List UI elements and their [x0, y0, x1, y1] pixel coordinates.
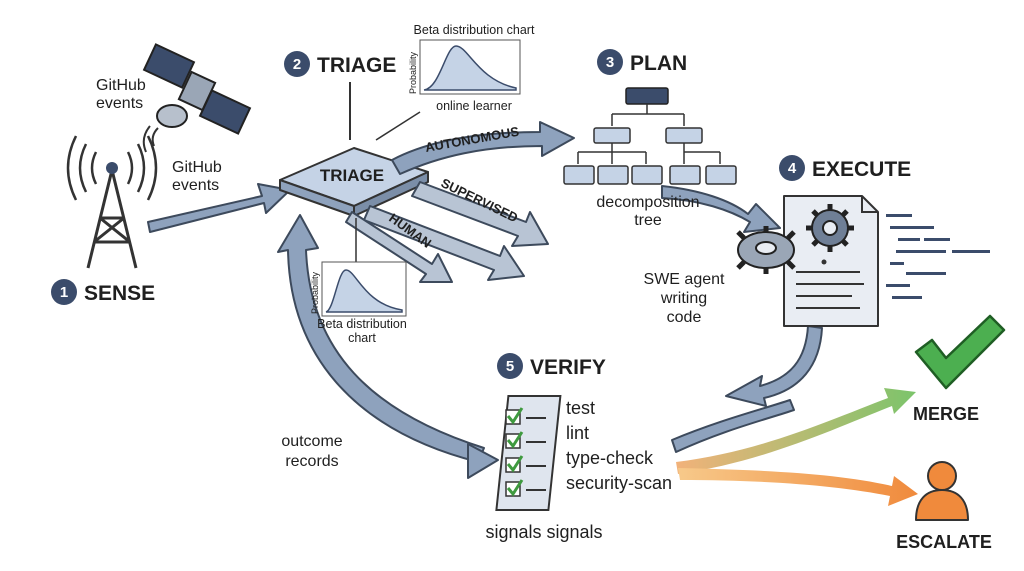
satellite-icon — [142, 43, 252, 153]
triage-top-beta-chart — [419, 39, 521, 95]
execute-step-title: EXECUTE — [812, 158, 911, 181]
tower-label-line2: events — [172, 177, 219, 194]
autonomous-route-arrow — [391, 121, 575, 175]
triage-step-title: TRIAGE — [317, 54, 396, 77]
gear-icon — [806, 204, 854, 252]
triage-bottom-beta-chart — [321, 261, 407, 317]
checklist-icon — [495, 395, 562, 511]
tower-label-line1: GitHub — [172, 159, 222, 176]
feedback-label-line2: records — [285, 453, 338, 470]
merge-arrow — [676, 388, 916, 474]
satellite-label-line2: events — [96, 95, 143, 112]
triage-bottom-chart-axis: Probability — [310, 271, 320, 314]
supervised-route-arrow — [411, 181, 549, 247]
verify-caption: signals signals — [485, 522, 602, 542]
large-gear-icon — [736, 226, 796, 274]
escalate-person-icon — [915, 461, 969, 521]
merge-label: MERGE — [913, 404, 979, 424]
execute-caption-line2: writing — [660, 290, 707, 307]
check-item-lint: lint — [566, 423, 589, 443]
verify-step-badge: 5 — [497, 353, 523, 379]
sense-to-triage-arrow — [147, 183, 291, 233]
triage-bottom-chart-caption-line1: Beta distribution — [317, 317, 407, 331]
triage-top-chart-caption: online learner — [436, 99, 512, 113]
plan-step-badge: 3 — [597, 49, 623, 75]
plan-caption-line2: tree — [634, 212, 662, 229]
check-item-security-scan: security-scan — [566, 473, 672, 493]
plan-to-execute-arrow — [661, 185, 781, 233]
plan-caption-line1: decomposition — [596, 194, 699, 211]
triage-top-chart-axis: Probability — [408, 51, 418, 94]
svg-text:4: 4 — [788, 160, 797, 177]
feedback-loop-arrow — [277, 214, 499, 479]
check-item-type-check: type-check — [566, 448, 654, 468]
check-item-test: test — [566, 398, 595, 418]
human-route-arrow — [345, 205, 525, 283]
execute-to-verify-arrow — [671, 325, 823, 453]
execute-caption-line3: code — [667, 309, 702, 326]
sense-step-title: SENSE — [84, 282, 155, 305]
triage-step-badge: 2 — [284, 51, 310, 77]
feedback-label-line1: outcome — [281, 433, 342, 450]
sense-step-badge: 1 — [51, 279, 77, 305]
execute-step-badge: 4 — [779, 155, 805, 181]
triage-bottom-chart-caption-line2: chart — [348, 331, 376, 345]
triage-top-chart-title: Beta distribution chart — [414, 23, 535, 37]
code-lines — [886, 214, 990, 299]
checkmark-icon — [914, 314, 1006, 390]
svg-text:5: 5 — [506, 358, 514, 375]
escalate-arrow — [678, 468, 918, 506]
svg-text:3: 3 — [606, 54, 614, 71]
svg-text:1: 1 — [60, 284, 68, 301]
verify-step-title: VERIFY — [530, 356, 606, 379]
triage-box — [279, 147, 429, 217]
radio-tower-icon — [66, 135, 158, 269]
decomposition-tree — [563, 87, 737, 185]
satellite-label-line1: GitHub — [96, 77, 146, 94]
escalate-label: ESCALATE — [896, 532, 992, 552]
svg-text:2: 2 — [293, 56, 301, 73]
plan-step-title: PLAN — [630, 52, 687, 75]
triage-box-label: TRIAGE — [320, 166, 384, 185]
execute-caption-line1: SWE agent — [644, 271, 725, 288]
